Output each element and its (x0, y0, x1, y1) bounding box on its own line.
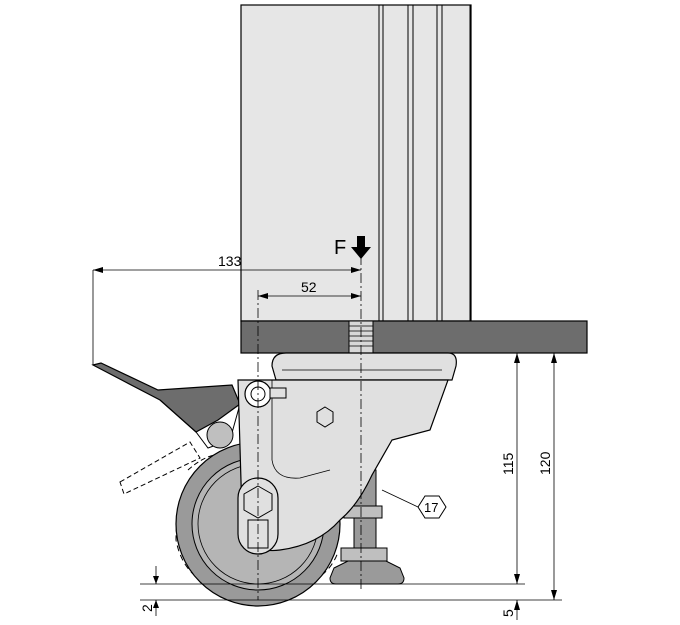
fork-bracket (237, 379, 449, 552)
dimension-120 (551, 353, 557, 600)
part-callout-label: 17 (424, 500, 438, 515)
dimension-115 (514, 353, 520, 584)
dimension-5 (514, 600, 520, 620)
brake-pedal (91, 362, 241, 449)
brake-alt-position (119, 441, 201, 495)
force-label: F (334, 237, 346, 259)
dimension-52-label: 52 (301, 279, 317, 295)
dimension-2 (153, 566, 159, 616)
base-plate (240, 320, 588, 354)
profile-column (240, 4, 472, 322)
dimension-133-label: 133 (218, 253, 242, 269)
dimension-120-label: 120 (537, 451, 553, 475)
leveling-foot (329, 469, 405, 585)
dimension-5-label: 5 (500, 609, 516, 617)
dimension-133 (92, 267, 361, 365)
dimension-52 (258, 293, 361, 299)
dimension-115-label: 115 (500, 452, 516, 475)
dimension-2-label: 2 (139, 604, 155, 612)
swivel-mount (271, 352, 457, 381)
part-callout (381, 489, 447, 519)
force-arrow (351, 236, 371, 259)
